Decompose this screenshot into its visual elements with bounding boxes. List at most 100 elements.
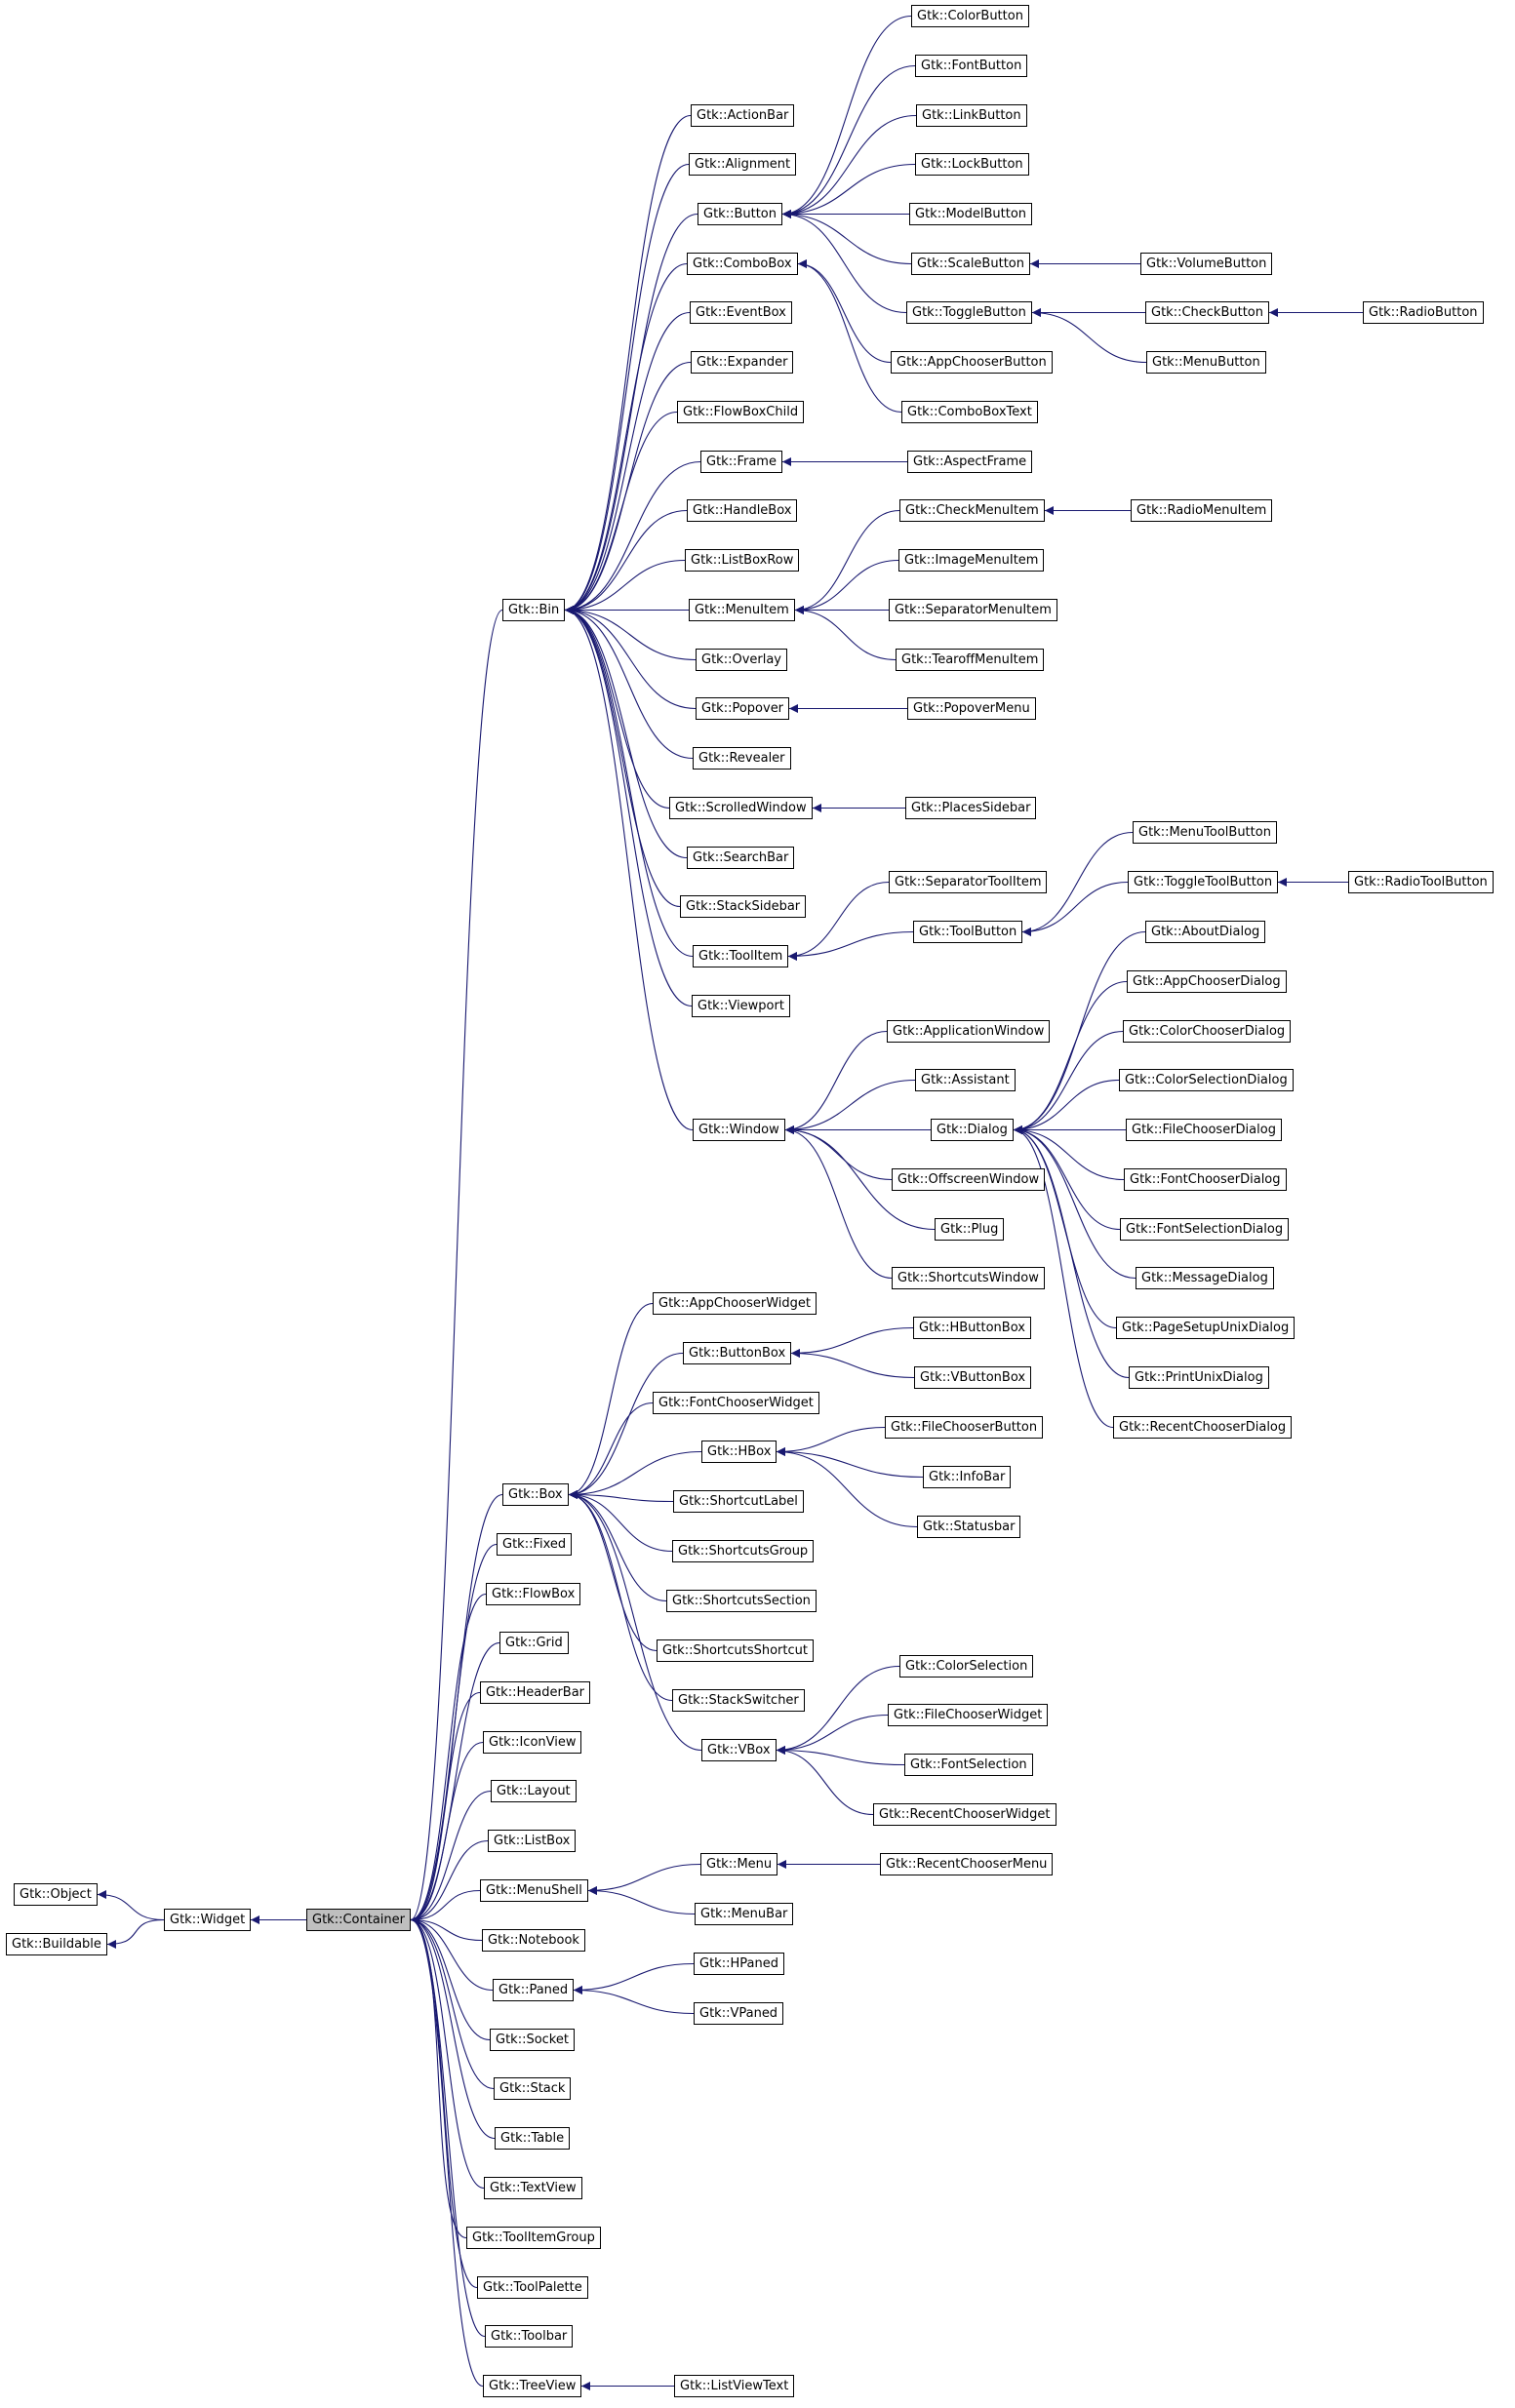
- class-node[interactable]: Gtk::AboutDialog: [1145, 921, 1266, 943]
- class-node[interactable]: Gtk::MessageDialog: [1136, 1267, 1274, 1289]
- class-node[interactable]: Gtk::PopoverMenu: [907, 697, 1036, 720]
- class-node[interactable]: Gtk::HPaned: [694, 1953, 784, 1975]
- class-node[interactable]: Gtk::Menu: [700, 1853, 778, 1875]
- class-node[interactable]: Gtk::FileChooserButton: [885, 1416, 1044, 1439]
- class-node[interactable]: Gtk::ToolButton: [913, 921, 1023, 943]
- class-node[interactable]: Gtk::CheckMenuItem: [899, 499, 1045, 522]
- class-node[interactable]: Gtk::LinkButton: [916, 104, 1027, 127]
- class-node[interactable]: Gtk::TreeView: [483, 2375, 582, 2397]
- class-node[interactable]: Gtk::ImageMenuItem: [898, 549, 1045, 572]
- class-node[interactable]: Gtk::FontButton: [915, 55, 1028, 77]
- class-node[interactable]: Gtk::CheckButton: [1145, 301, 1269, 324]
- class-node[interactable]: Gtk::ToolItem: [693, 945, 789, 967]
- class-node[interactable]: Gtk::FileChooserDialog: [1126, 1119, 1282, 1141]
- class-node[interactable]: Gtk::Object: [14, 1883, 98, 1906]
- class-node[interactable]: Gtk::VPaned: [694, 2002, 784, 2025]
- class-node[interactable]: Gtk::FontSelection: [904, 1754, 1033, 1776]
- class-node[interactable]: Gtk::ShortcutsSection: [666, 1590, 817, 1612]
- class-node[interactable]: Gtk::Stack: [494, 2077, 572, 2100]
- class-node[interactable]: Gtk::PlacesSidebar: [905, 797, 1037, 819]
- class-node[interactable]: Gtk::ToggleToolButton: [1128, 871, 1279, 893]
- class-node[interactable]: Gtk::MenuBar: [695, 1903, 794, 1925]
- class-node[interactable]: Gtk::FlowBox: [486, 1583, 581, 1605]
- class-node[interactable]: Gtk::FontSelectionDialog: [1120, 1218, 1290, 1241]
- class-node[interactable]: Gtk::Statusbar: [917, 1516, 1021, 1538]
- class-node[interactable]: Gtk::PageSetupUnixDialog: [1116, 1317, 1296, 1339]
- class-node[interactable]: Gtk::AppChooserDialog: [1127, 970, 1287, 993]
- class-node[interactable]: Gtk::ShortcutLabel: [673, 1490, 804, 1513]
- class-node[interactable]: Gtk::TearoffMenuItem: [896, 649, 1045, 671]
- class-node[interactable]: Gtk::HBox: [701, 1441, 777, 1463]
- class-node[interactable]: Gtk::Box: [502, 1483, 569, 1506]
- class-node[interactable]: Gtk::ListBox: [488, 1830, 577, 1852]
- class-node[interactable]: Gtk::ToolItemGroup: [466, 2227, 601, 2249]
- class-node[interactable]: Gtk::EventBox: [690, 301, 792, 324]
- class-node[interactable]: Gtk::Buildable: [6, 1933, 107, 1955]
- class-node[interactable]: Gtk::ScaleButton: [911, 253, 1030, 275]
- class-node[interactable]: Gtk::MenuShell: [480, 1879, 588, 1902]
- class-node[interactable]: Gtk::VButtonBox: [914, 1366, 1032, 1389]
- class-node[interactable]: Gtk::RadioToolButton: [1348, 871, 1494, 893]
- class-node[interactable]: Gtk::Frame: [700, 451, 782, 473]
- class-node[interactable]: Gtk::Assistant: [915, 1069, 1016, 1091]
- class-node[interactable]: Gtk::ColorChooserDialog: [1123, 1020, 1292, 1043]
- class-node[interactable]: Gtk::LockButton: [915, 153, 1029, 176]
- class-node[interactable]: Gtk::IconView: [483, 1731, 582, 1754]
- class-node[interactable]: Gtk::RecentChooserMenu: [880, 1853, 1054, 1875]
- class-node[interactable]: Gtk::RadioButton: [1363, 301, 1484, 324]
- class-node[interactable]: Gtk::ButtonBox: [683, 1342, 792, 1364]
- class-node[interactable]: Gtk::HButtonBox: [913, 1317, 1031, 1339]
- class-node[interactable]: Gtk::ToolPalette: [477, 2276, 588, 2299]
- class-node[interactable]: Gtk::PrintUnixDialog: [1129, 1366, 1269, 1389]
- class-node[interactable]: Gtk::FlowBoxChild: [677, 401, 805, 423]
- class-node[interactable]: Gtk::Popover: [696, 697, 790, 720]
- class-node[interactable]: Gtk::RadioMenuItem: [1131, 499, 1273, 522]
- class-node[interactable]: Gtk::ScrolledWindow: [669, 797, 813, 819]
- class-node[interactable]: Gtk::Expander: [691, 351, 794, 374]
- class-node[interactable]: Gtk::HeaderBar: [480, 1681, 591, 1704]
- class-node[interactable]: Gtk::MenuItem: [689, 599, 795, 621]
- class-node[interactable]: Gtk::ComboBoxText: [901, 401, 1038, 423]
- class-node[interactable]: Gtk::RecentChooserWidget: [873, 1803, 1057, 1826]
- class-node[interactable]: Gtk::RecentChooserDialog: [1113, 1416, 1293, 1439]
- class-node[interactable]: Gtk::Socket: [490, 2029, 575, 2051]
- class-node[interactable]: Gtk::FontChooserDialog: [1124, 1168, 1287, 1191]
- class-node[interactable]: Gtk::Fixed: [497, 1533, 573, 1556]
- class-node[interactable]: Gtk::SeparatorToolItem: [889, 871, 1048, 893]
- class-node[interactable]: Gtk::ModelButton: [909, 203, 1033, 225]
- class-node[interactable]: Gtk::ShortcutsGroup: [672, 1540, 815, 1562]
- class-node[interactable]: Gtk::SeparatorMenuItem: [889, 599, 1057, 621]
- class-node[interactable]: Gtk::SearchBar: [687, 847, 795, 869]
- class-node[interactable]: Gtk::AppChooserWidget: [653, 1292, 817, 1315]
- class-node[interactable]: Gtk::VBox: [701, 1739, 777, 1761]
- class-node[interactable]: Gtk::Bin: [502, 599, 566, 621]
- class-node[interactable]: Gtk::StackSwitcher: [672, 1689, 805, 1712]
- class-node[interactable]: Gtk::Window: [693, 1119, 785, 1141]
- class-node[interactable]: Gtk::Overlay: [696, 649, 787, 671]
- class-node[interactable]: Gtk::ApplicationWindow: [887, 1020, 1051, 1043]
- class-node[interactable]: Gtk::ShortcutsWindow: [892, 1267, 1045, 1289]
- class-node[interactable]: Gtk::FileChooserWidget: [888, 1704, 1049, 1726]
- class-node[interactable]: Gtk::InfoBar: [923, 1466, 1012, 1488]
- class-node[interactable]: Gtk::Container: [306, 1909, 411, 1931]
- class-node[interactable]: Gtk::MenuButton: [1146, 351, 1266, 374]
- class-node[interactable]: Gtk::ToggleButton: [906, 301, 1032, 324]
- class-node[interactable]: Gtk::Notebook: [482, 1929, 585, 1952]
- class-node[interactable]: Gtk::Dialog: [931, 1119, 1014, 1141]
- class-node[interactable]: Gtk::Layout: [491, 1780, 577, 1802]
- class-node[interactable]: Gtk::OffscreenWindow: [892, 1168, 1046, 1191]
- class-node[interactable]: Gtk::HandleBox: [687, 499, 798, 522]
- class-node[interactable]: Gtk::AspectFrame: [907, 451, 1033, 473]
- class-node[interactable]: Gtk::AppChooserButton: [891, 351, 1053, 374]
- class-node[interactable]: Gtk::Toolbar: [485, 2325, 574, 2348]
- class-node[interactable]: Gtk::ActionBar: [691, 104, 795, 127]
- class-node[interactable]: Gtk::Table: [495, 2127, 571, 2150]
- class-node[interactable]: Gtk::TextView: [484, 2177, 582, 2199]
- class-node[interactable]: Gtk::Widget: [164, 1909, 252, 1931]
- class-node[interactable]: Gtk::Plug: [935, 1218, 1005, 1241]
- class-node[interactable]: Gtk::ColorSelection: [899, 1655, 1034, 1678]
- class-node[interactable]: Gtk::StackSidebar: [680, 895, 807, 918]
- class-node[interactable]: Gtk::FontChooserWidget: [653, 1392, 819, 1414]
- class-node[interactable]: Gtk::ListViewText: [674, 2375, 795, 2397]
- class-node[interactable]: Gtk::ComboBox: [687, 253, 798, 275]
